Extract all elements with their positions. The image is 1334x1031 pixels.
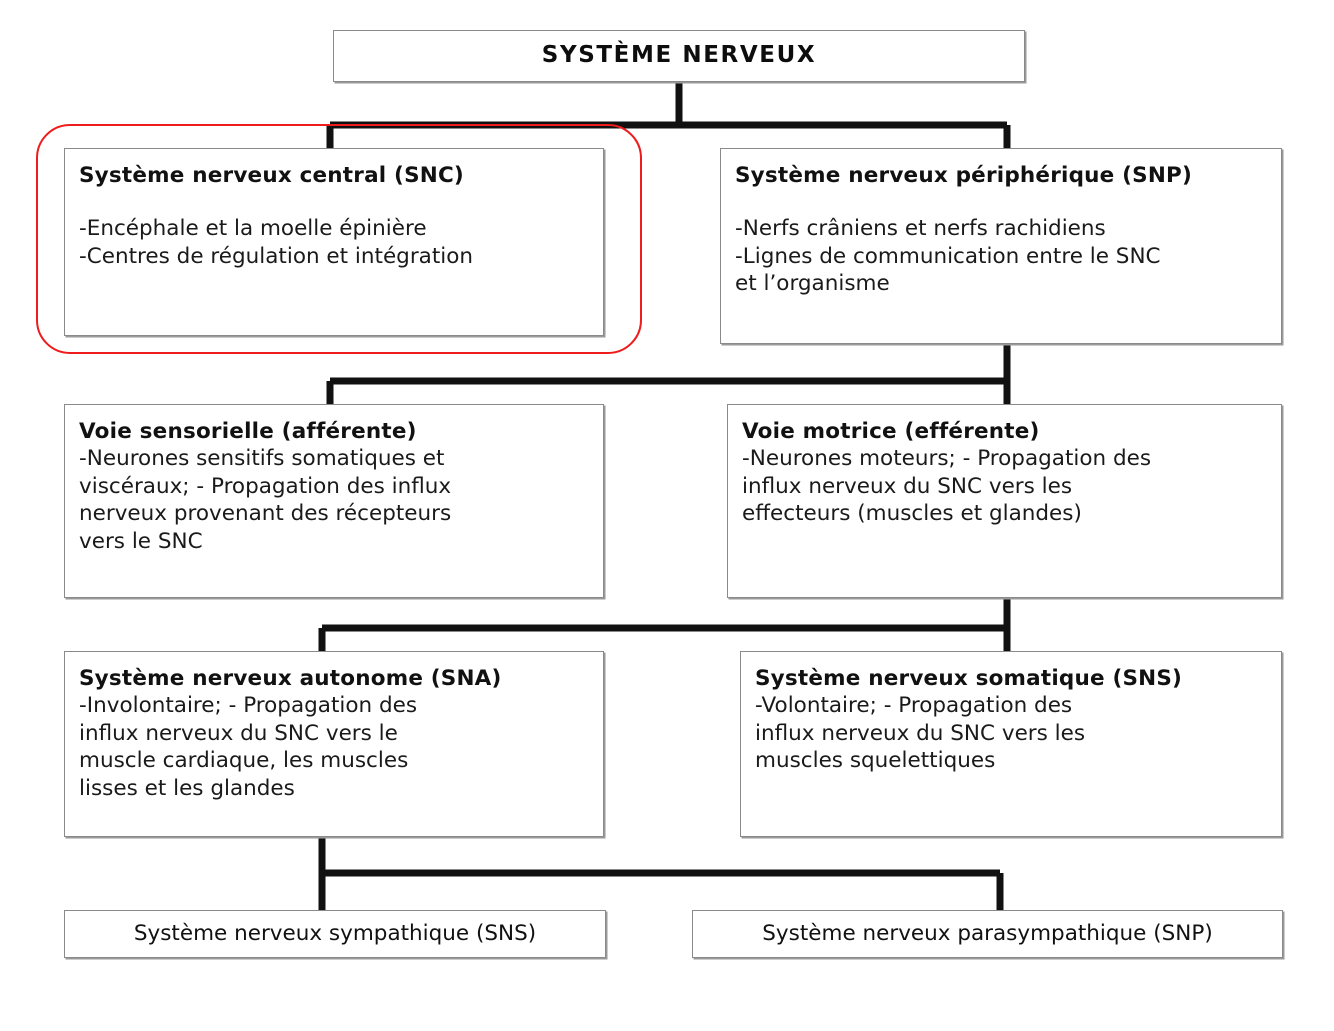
detail-line: influx nerveux du SNC vers le [79, 720, 398, 746]
snc-highlight-annotation [36, 124, 642, 354]
node-parasympathique[interactable]: Système nerveux parasympathique (SNP) [692, 910, 1283, 958]
node-sympathique[interactable]: Système nerveux sympathique (SNS) [64, 910, 606, 958]
node-snc[interactable]: Système nerveux central (SNC) -Encéphale… [64, 148, 604, 336]
node-sna-details: -Involontaire; - Propagation des influx … [79, 692, 589, 803]
node-systeme-nerveux[interactable]: SYSTÈME NERVEUX [333, 30, 1025, 82]
node-snc-title: Système nerveux central (SNC) [79, 163, 464, 188]
detail-line: effecteurs (muscles et glandes) [742, 501, 1082, 527]
node-sympathique-title: Système nerveux sympathique (SNS) [133, 921, 537, 946]
node-sns-details: -Volontaire; - Propagation des influx ne… [755, 692, 1267, 775]
detail-line: lisses et les glandes [79, 776, 295, 802]
detail-line: -Encéphale et la moelle épinière [79, 216, 427, 241]
detail-line: et l’organisme [735, 271, 890, 297]
node-voie-sensorielle-details: -Neurones sensitifs somatiques et viscér… [79, 445, 589, 556]
node-snp-title: Système nerveux périphérique (SNP) [735, 163, 1193, 188]
detail-line: viscéraux; - Propagation des influx [79, 473, 452, 499]
detail-line: -Volontaire; - Propagation des [755, 693, 1073, 718]
node-sns[interactable]: Système nerveux somatique (SNS) -Volonta… [740, 651, 1282, 837]
detail-line: -Neurones sensitifs somatiques et [79, 446, 445, 471]
node-sna-title: Système nerveux autonome (SNA) [79, 666, 502, 691]
spacer [79, 188, 589, 214]
node-sns-title: Système nerveux somatique (SNS) [755, 666, 1183, 691]
detail-line: influx nerveux du SNC vers les [742, 473, 1073, 499]
node-parasympathique-title: Système nerveux parasympathique (SNP) [762, 921, 1213, 946]
detail-line: -Lignes de communication entre le SNC [735, 243, 1161, 269]
detail-line: muscles squelettiques [755, 748, 996, 774]
node-snp-details: -Nerfs crâniens et nerfs rachidiens -Lig… [735, 215, 1267, 298]
detail-line: nerveux provenant des récepteurs [79, 501, 452, 527]
node-voie-motrice-title: Voie motrice (efférente) [742, 419, 1040, 444]
node-voie-sensorielle-title: Voie sensorielle (afférente) [79, 419, 417, 444]
spacer [735, 188, 1267, 214]
node-sna[interactable]: Système nerveux autonome (SNA) -Involont… [64, 651, 604, 837]
detail-line: -Centres de régulation et intégration [79, 243, 474, 269]
node-voie-sensorielle[interactable]: Voie sensorielle (afférente) -Neurones s… [64, 404, 604, 598]
detail-line: vers le SNC [79, 529, 203, 555]
detail-line: -Nerfs crâniens et nerfs rachidiens [735, 216, 1106, 241]
detail-line: influx nerveux du SNC vers les [755, 720, 1086, 746]
detail-line: -Neurones moteurs; - Propagation des [742, 446, 1152, 471]
node-snc-details: -Encéphale et la moelle épinière -Centre… [79, 215, 589, 270]
node-voie-motrice-details: -Neurones moteurs; - Propagation des inf… [742, 445, 1267, 528]
detail-line: muscle cardiaque, les muscles [79, 748, 409, 774]
node-snp[interactable]: Système nerveux périphérique (SNP) -Nerf… [720, 148, 1282, 344]
node-voie-motrice[interactable]: Voie motrice (efférente) -Neurones moteu… [727, 404, 1282, 598]
node-systeme-nerveux-title: SYSTÈME NERVEUX [541, 42, 817, 68]
detail-line: -Involontaire; - Propagation des [79, 693, 418, 718]
